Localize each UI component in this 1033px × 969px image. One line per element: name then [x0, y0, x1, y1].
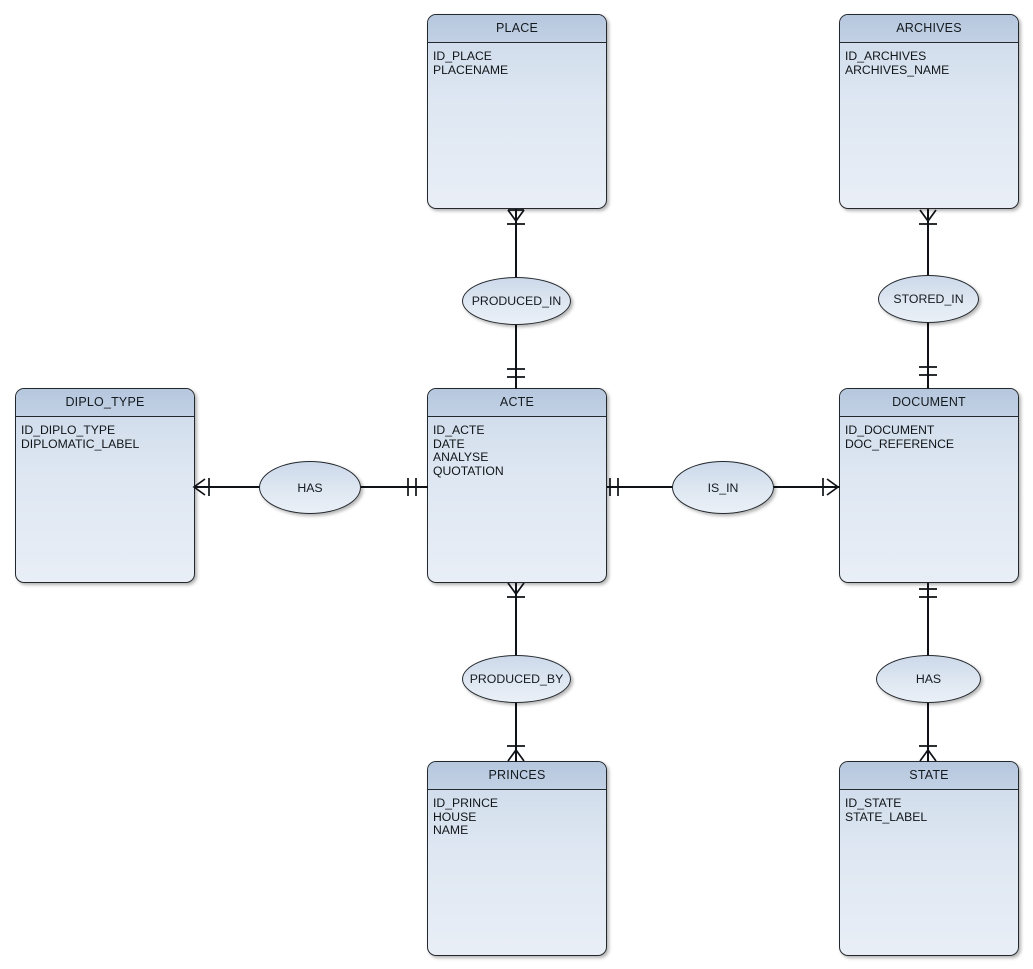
attribute: DIPLOMATIC_LABEL — [21, 436, 140, 451]
attribute: ID_PLACE — [433, 49, 492, 63]
relationship-has-state[interactable]: HAS — [876, 655, 981, 703]
attribute: HOUSE — [433, 809, 477, 824]
attribute: STATE_LABEL — [845, 809, 928, 824]
entity-princes-attributes: ID_PRINCE HOUSE NAME — [428, 790, 606, 838]
cardinality-one-and-only-one-acte-top — [500, 358, 532, 390]
cardinality-zero-or-many-document-left — [808, 471, 840, 503]
attribute: DATE — [433, 436, 465, 451]
connector-producedin-acte — [515, 322, 517, 389]
attribute: ID_DIPLO_TYPE — [21, 423, 116, 437]
entity-place[interactable]: PLACE ID_PLACE PLACENAME — [427, 14, 607, 209]
entity-place-attributes: ID_PLACE PLACENAME — [428, 43, 606, 77]
connector-isin-document — [773, 486, 840, 488]
relationship-produced-by[interactable]: PRODUCED_BY — [462, 655, 571, 703]
cardinality-zero-or-many-state — [912, 735, 944, 767]
entity-document-attributes: ID_DOCUMENT DOC_REFERENCE — [840, 417, 1018, 451]
entity-document[interactable]: DOCUMENT ID_DOCUMENT DOC_REFERENCE — [839, 388, 1019, 583]
cardinality-zero-or-many-acte-bottom — [500, 581, 532, 613]
attribute: QUOTATION — [433, 463, 504, 478]
entity-diplo-type-title: DIPLO_TYPE — [16, 389, 194, 417]
connector-storedin-document — [927, 320, 929, 389]
connector-document-hasstate — [927, 583, 929, 657]
entity-state[interactable]: STATE ID_STATE STATE_LABEL — [839, 761, 1019, 956]
attribute: PLACENAME — [433, 62, 509, 77]
cardinality-zero-or-many-place — [500, 208, 532, 240]
attribute: ID_ARCHIVES — [845, 49, 927, 63]
connector-has-acte — [360, 486, 428, 488]
cardinality-one-and-only-one-acte-left — [396, 471, 428, 503]
entity-archives-title: ARCHIVES — [840, 15, 1018, 43]
connector-acte-producedby — [515, 583, 517, 657]
connector-archives-storedin — [927, 209, 929, 276]
entity-place-title: PLACE — [428, 15, 606, 43]
entity-acte-attributes: ID_ACTE DATE ANALYSE QUOTATION — [428, 417, 606, 478]
entity-state-title: STATE — [840, 762, 1018, 790]
entity-archives[interactable]: ARCHIVES ID_ARCHIVES ARCHIVES_NAME — [839, 14, 1019, 209]
relationship-has-diplo-type[interactable]: HAS — [259, 461, 361, 514]
attribute: ARCHIVES_NAME — [845, 62, 950, 77]
cardinality-one-and-only-one-acte-right — [604, 471, 636, 503]
relationship-is-in[interactable]: IS_IN — [672, 461, 774, 514]
attribute: ANALYSE — [433, 450, 489, 465]
entity-state-attributes: ID_STATE STATE_LABEL — [840, 790, 1018, 824]
entity-diplo-type-attributes: ID_DIPLO_TYPE DIPLOMATIC_LABEL — [16, 417, 194, 451]
entity-acte-title: ACTE — [428, 389, 606, 417]
cardinality-zero-or-many-princes — [500, 735, 532, 767]
attribute: NAME — [433, 823, 469, 838]
entity-document-title: DOCUMENT — [840, 389, 1018, 417]
connector-hasstate-state — [927, 700, 929, 762]
entity-acte[interactable]: ACTE ID_ACTE DATE ANALYSE QUOTATION — [427, 388, 607, 583]
attribute: ID_ACTE — [433, 423, 485, 437]
entity-archives-attributes: ID_ARCHIVES ARCHIVES_NAME — [840, 43, 1018, 77]
entity-princes[interactable]: PRINCES ID_PRINCE HOUSE NAME — [427, 761, 607, 956]
cardinality-zero-or-many-archives — [912, 208, 944, 240]
entity-princes-title: PRINCES — [428, 762, 606, 790]
attribute: ID_PRINCE — [433, 796, 499, 810]
attribute: DOC_REFERENCE — [845, 436, 955, 451]
cardinality-zero-or-many-diplotype — [192, 471, 224, 503]
connector-producedby-princes — [515, 700, 517, 762]
connector-acte-isin — [607, 486, 673, 488]
attribute: ID_STATE — [845, 796, 902, 810]
relationship-produced-in[interactable]: PRODUCED_IN — [462, 277, 571, 325]
entity-diplo-type[interactable]: DIPLO_TYPE ID_DIPLO_TYPE DIPLOMATIC_LABE… — [15, 388, 195, 583]
relationship-stored-in[interactable]: STORED_IN — [878, 275, 979, 323]
cardinality-one-and-only-one-document-bottom — [912, 581, 944, 613]
cardinality-one-and-only-one-document-top — [912, 356, 944, 388]
connector-place-producedin — [515, 209, 517, 279]
attribute: ID_DOCUMENT — [845, 423, 935, 437]
connector-diplotype-has — [195, 486, 260, 488]
